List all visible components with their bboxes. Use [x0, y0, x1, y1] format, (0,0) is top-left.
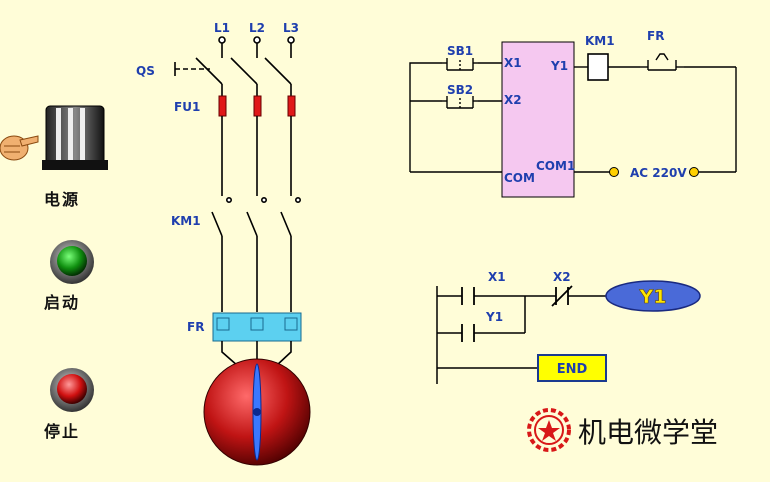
plc-output-wiring	[574, 66, 737, 173]
plc-com-terminal: COM	[504, 171, 535, 185]
plc-y1-terminal: Y1	[550, 59, 568, 73]
plc-input-wiring	[409, 62, 502, 173]
sb2-label: SB2	[447, 83, 473, 97]
pointing-hand-icon	[0, 135, 39, 161]
start-label: 启动	[44, 293, 81, 312]
sb2-pushbutton[interactable]	[442, 96, 478, 109]
ladder-output-coil	[605, 280, 701, 312]
supply-terminal-right	[689, 167, 699, 177]
ladder-x1-label: X1	[488, 270, 506, 284]
plc-box	[501, 41, 575, 198]
ladder-end-label: END	[557, 362, 588, 377]
plc-com1-terminal: COM1	[536, 159, 575, 173]
plc-x1-terminal: X1	[504, 56, 522, 70]
sb1-label: SB1	[447, 44, 473, 58]
power-switch-icon[interactable]	[42, 105, 108, 170]
contactor-main-contacts	[211, 197, 301, 312]
fr-contact	[640, 53, 684, 71]
motor-icon	[203, 358, 311, 466]
km1-coil-label: KM1	[585, 34, 615, 48]
brand-name: 机电微学堂	[578, 416, 718, 449]
fuse-label: FU1	[174, 100, 200, 114]
sb1-pushbutton[interactable]	[442, 58, 478, 71]
phase-l3-label: L3	[283, 21, 299, 35]
contactor-label: KM1	[171, 214, 201, 228]
supply-lines	[218, 36, 295, 58]
supply-terminal-left	[609, 167, 619, 177]
fr-contact-label: FR	[647, 29, 664, 43]
start-button-icon[interactable]	[50, 240, 94, 284]
power-label: 电源	[44, 190, 81, 209]
ladder-end-box	[537, 354, 607, 382]
supply-label: AC 220V	[630, 166, 687, 180]
ladder-rails	[436, 286, 606, 384]
fuse-to-contactor-wires	[221, 116, 292, 196]
phase-l1-label: L1	[214, 21, 230, 35]
overload-label: FR	[187, 320, 204, 334]
fuse-elements	[218, 95, 296, 117]
ladder-contact-x2	[551, 285, 573, 307]
brand-logo-icon	[527, 408, 571, 452]
plc-x2-terminal: X2	[504, 93, 522, 107]
ladder-y1-contact-label: Y1	[485, 310, 503, 324]
isolator-label: QS	[136, 64, 155, 78]
km1-coil	[587, 53, 609, 81]
ladder-contact-y1	[461, 324, 475, 342]
phase-labels: L1 L2 L3	[214, 21, 299, 35]
stop-button-icon[interactable]	[50, 368, 94, 412]
stop-label: 停止	[44, 422, 81, 441]
motor-leads	[221, 341, 292, 367]
overload-relay	[212, 312, 302, 342]
ladder-coil-label: Y1	[639, 286, 667, 308]
isolator-switch[interactable]	[174, 57, 292, 96]
ladder-contact-x1	[461, 287, 475, 305]
phase-l2-label: L2	[249, 21, 265, 35]
ladder-x2-label: X2	[553, 270, 571, 284]
